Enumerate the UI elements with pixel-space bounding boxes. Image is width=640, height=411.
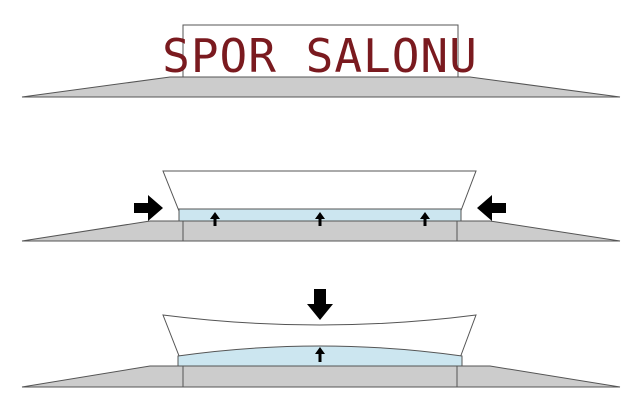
panel-lateral-pressure <box>21 170 621 242</box>
arrow-left-icon <box>477 195 506 221</box>
ground-left <box>21 220 184 242</box>
arrow-up-icon <box>210 212 220 226</box>
arrow-right-icon <box>134 195 163 221</box>
arrow-down-icon <box>307 289 333 320</box>
ground-right <box>456 220 621 242</box>
arrow-up-icon <box>315 212 325 226</box>
arrow-up-icon <box>315 347 325 362</box>
ground-mound <box>21 76 621 98</box>
ground-left <box>21 365 184 388</box>
panel-vertical-load <box>21 289 621 388</box>
arrow-up-icon <box>420 212 430 226</box>
panel-sign: SPOR SALONU <box>21 24 621 98</box>
ground-right <box>456 365 621 388</box>
foundation-slab <box>182 365 458 388</box>
sign-label: SPOR SALONU <box>162 29 478 83</box>
sign-board <box>182 24 459 78</box>
